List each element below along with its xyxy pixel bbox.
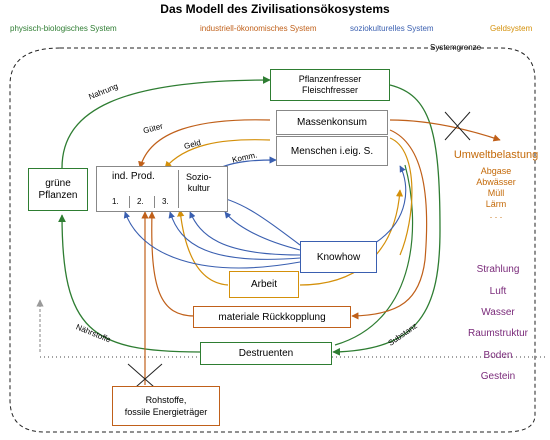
env-strahlung: Strahlung: [476, 264, 520, 275]
box-arbeit: Arbeit: [229, 271, 299, 298]
env-luft: Luft: [489, 286, 507, 297]
flow-gueter: [138, 119, 271, 169]
flow-knowhow-3: [123, 211, 301, 269]
flow-menschen-destruenten: [334, 164, 414, 346]
legend-geld: Geldsystem: [490, 24, 533, 33]
box-menschen: Menschen i.eig. S.: [276, 136, 388, 166]
diagram-title: Das Modell des Zivilisationsökosystems: [160, 2, 390, 16]
box-knowhow: Knowhow: [300, 241, 377, 273]
umwelt-item-2: Abwässer: [476, 177, 516, 187]
flow-rueck-prod: [148, 211, 196, 317]
gruene-line2: Pflanzen: [38, 189, 78, 201]
flow-umwelt: [389, 119, 501, 142]
sektor-2: 2.: [137, 197, 144, 206]
rohstoffe-line1: Rohstoffe,: [145, 395, 187, 405]
env-boden: Boden: [483, 350, 513, 361]
umwelt-item-3: Müll: [487, 188, 505, 198]
pflanzenfresser-line1: Pflanzenfresser: [298, 74, 362, 84]
box-materiale-rueckkopplung: materiale Rückkopplung: [193, 306, 351, 328]
umwelt-items: Abgase Abwässer Müll Lärm . . .: [442, 166, 550, 221]
box-destruenten: Destruenten: [200, 342, 332, 365]
env-gestein: Gestein: [480, 371, 516, 382]
flow-knowhow-4: [224, 211, 301, 251]
flow-geld-loop: [389, 137, 413, 256]
sozio-line1: Sozio-: [186, 172, 212, 182]
flow-substanz: [332, 84, 441, 356]
arbeit-label: Arbeit: [250, 279, 278, 290]
flow-naehrstoffe: [58, 214, 201, 353]
box-massenkonsum: Massenkonsum: [276, 110, 388, 135]
flow-knowhow-menschen: [374, 165, 407, 244]
massenkonsum-label: Massenkonsum: [296, 117, 368, 128]
rohstoffe-line2: fossile Energieträger: [124, 407, 208, 417]
system-boundary: [9, 47, 536, 433]
box-soziokultur: Sozio- kultur: [186, 172, 212, 194]
legend-sozio: soziokulturelles System: [350, 24, 434, 33]
env-raumstruktur: Raumstruktur: [467, 328, 528, 339]
sektor-1: 1.: [112, 197, 119, 206]
box-pflanzenfresser: Pflanzenfresser Fleischfresser: [270, 69, 390, 101]
destruenten-label: Destruenten: [238, 348, 294, 359]
flow-nahrung: [61, 76, 271, 169]
umwelt-item-4: Lärm: [485, 199, 507, 209]
pflanzenfresser-line2: Fleischfresser: [301, 85, 358, 95]
umwelt-heading: Umweltbelastung: [453, 149, 539, 161]
ind-prod-label: ind. Prod.: [112, 171, 155, 182]
legend-bio: physisch-biologisches System: [10, 24, 117, 33]
box-gruene-pflanzen: grüne Pflanzen: [28, 168, 88, 211]
gruene-line1: grüne: [45, 177, 71, 189]
ind-sozio-divider: [178, 170, 179, 208]
box-ind-prod: [96, 166, 228, 212]
umwelt-item-5: . . .: [489, 210, 503, 220]
sektor-3: 3.: [162, 197, 169, 206]
flow-geld: [164, 139, 271, 169]
flow-rueckkopplung: [351, 129, 428, 320]
sozio-line2: kultur: [187, 183, 210, 193]
umwelt-item-1: Abgase: [480, 166, 512, 176]
umwelt-cross: [444, 111, 471, 141]
knowhow-label: Knowhow: [316, 251, 361, 263]
flow-knowhow-1: [189, 211, 301, 256]
rueckkopplung-label: materiale Rückkopplung: [218, 311, 326, 323]
flow-knowhow-2: [168, 211, 301, 260]
env-wasser: Wasser: [481, 307, 515, 318]
sektor-divider-2: [154, 196, 155, 208]
menschen-label: Menschen i.eig. S.: [290, 145, 374, 157]
sektor-divider-1: [129, 196, 130, 208]
box-rohstoffe: Rohstoffe, fossile Energieträger: [112, 386, 220, 426]
legend-ind: industriell-ökonomisches System: [200, 24, 317, 33]
flow-arbeit-1: [177, 209, 229, 286]
